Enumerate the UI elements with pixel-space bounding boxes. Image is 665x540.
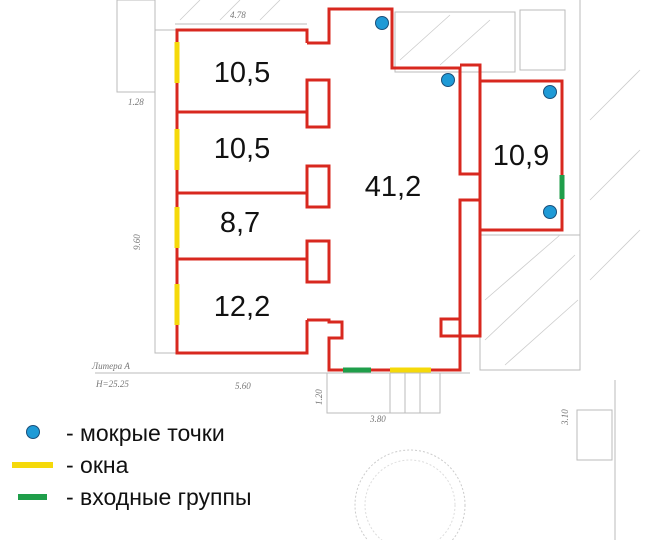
room-area-label: 10,9 <box>493 140 549 172</box>
dim-porch-w: 3.80 <box>369 414 386 424</box>
hall-area-label: 41,2 <box>365 171 421 203</box>
dim-bottom: 5.60 <box>235 381 251 391</box>
dim-right: 3.10 <box>560 409 570 426</box>
entrances <box>343 175 565 373</box>
dim-top: 4.78 <box>230 10 246 20</box>
height-label: Н=25.25 <box>95 379 129 389</box>
room-area-label: 10,5 <box>214 57 270 89</box>
litera-label: Литера А <box>91 361 130 371</box>
room-area-label: 12,2 <box>214 291 270 323</box>
wet-point-legend-icon <box>26 425 40 439</box>
windows <box>174 42 431 373</box>
wet-points <box>375 16 557 219</box>
wet-point-dot <box>543 205 557 219</box>
dim-porch-h: 1.20 <box>314 389 324 405</box>
dim-left: 9.60 <box>132 234 142 250</box>
wet-point-dot <box>543 85 557 99</box>
wet-point-dot <box>375 16 389 30</box>
legend-entrances: - входные группы <box>66 484 252 510</box>
room-area-label: 10,5 <box>214 133 270 165</box>
room-area-label: 8,7 <box>220 207 260 239</box>
legend: - мокрые точки - окна - входные группы <box>12 420 252 510</box>
background-plan <box>95 0 641 540</box>
wet-point-dot <box>441 73 455 87</box>
legend-windows: - окна <box>66 452 129 478</box>
legend-wet-points: - мокрые точки <box>66 420 225 446</box>
dim-left-top: 1.28 <box>128 97 144 107</box>
